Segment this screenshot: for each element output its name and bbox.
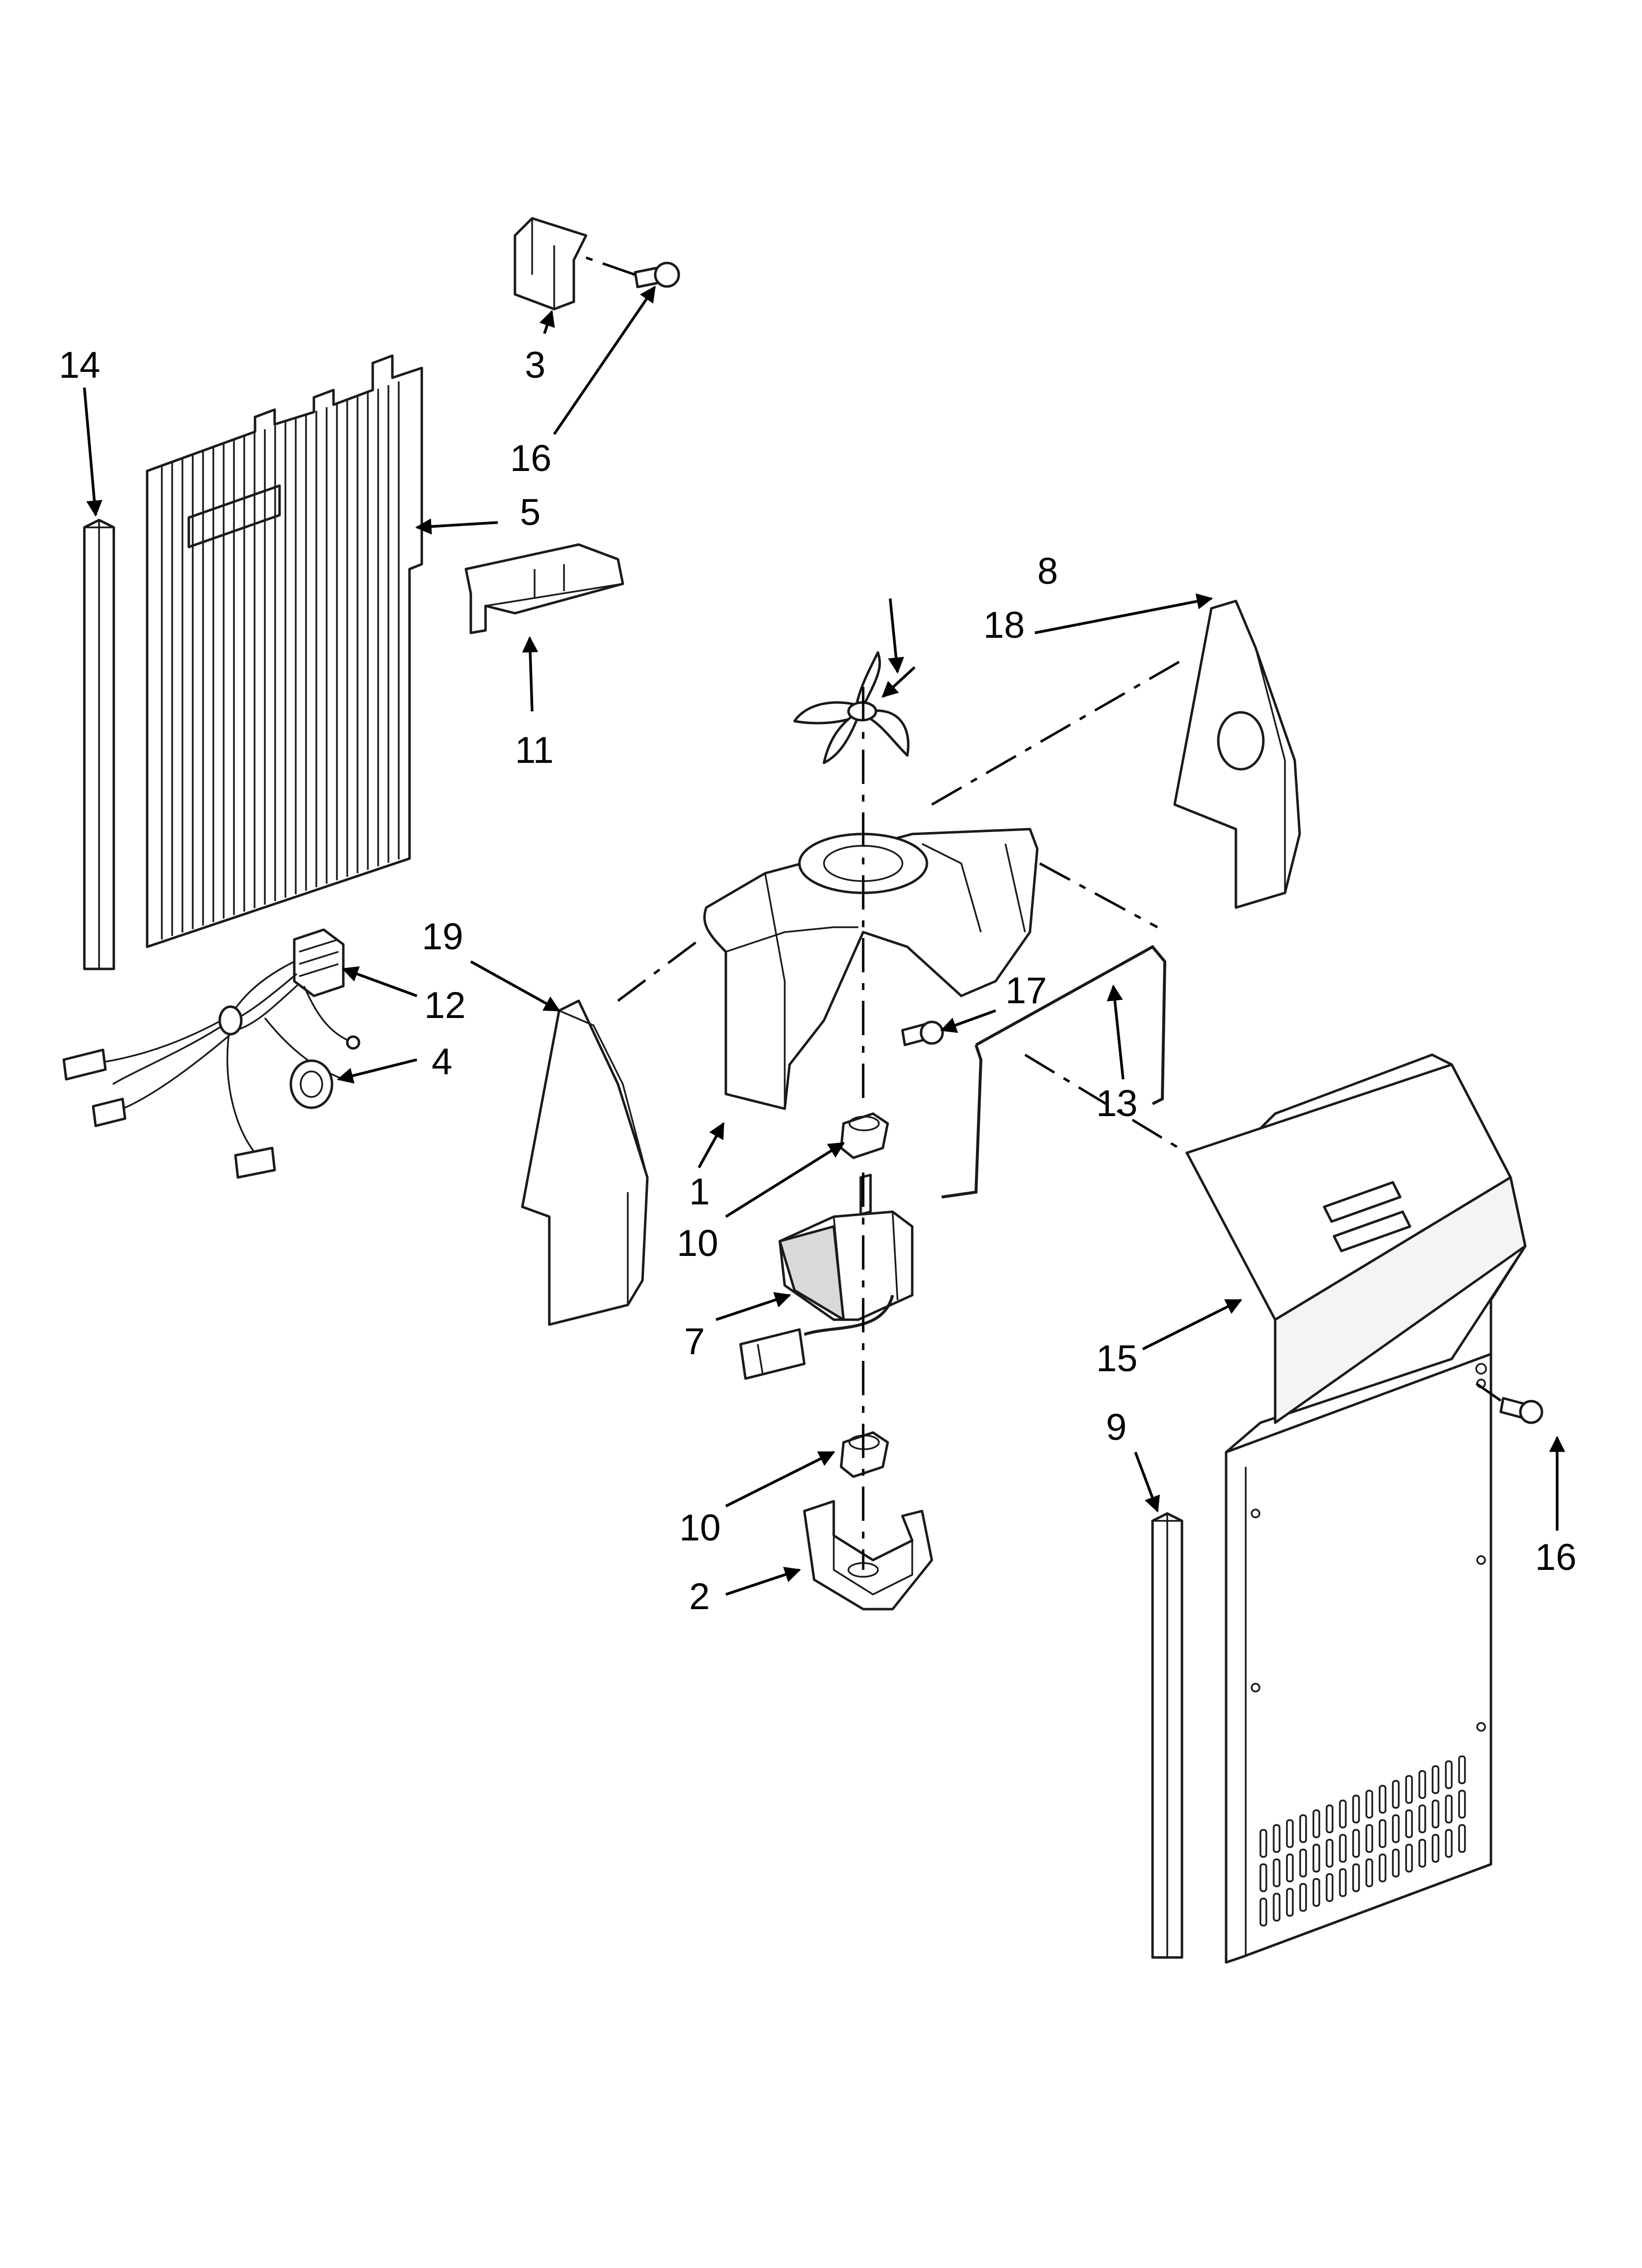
vent-slot (1405, 1844, 1413, 1873)
vent-slot (1299, 1849, 1307, 1877)
vent-slot (1326, 1839, 1334, 1868)
part-13-wire-frame (941, 945, 1167, 1199)
callout-16-right: 16 (1535, 1537, 1577, 1578)
vent-slot (1286, 1819, 1294, 1848)
vent-slot (1312, 1878, 1320, 1907)
vent-slot (1339, 1868, 1347, 1897)
vent-slot (1259, 1863, 1267, 1892)
vent-slot (1405, 1775, 1413, 1804)
vent-slot (1273, 1858, 1281, 1887)
vent-slot (1326, 1804, 1334, 1833)
callout-9: 9 (1106, 1407, 1127, 1448)
callout-8: 8 (1037, 550, 1058, 592)
callout-16: 16 (510, 438, 552, 479)
callout-12: 12 (424, 985, 466, 1026)
vent-slot (1352, 1795, 1360, 1824)
part-12-wire-harness (62, 928, 360, 1179)
vent-slot (1365, 1824, 1373, 1853)
alignment-lines (578, 254, 1502, 1570)
part-18-air-deflector (1173, 600, 1301, 909)
part-1-fan-housing (703, 828, 1039, 1110)
callout-17: 17 (1005, 970, 1047, 1012)
part-8-fan-blade (793, 651, 910, 764)
vent-slot (1352, 1829, 1360, 1858)
part-17-screw (901, 1020, 944, 1046)
part-7-fan-motor (739, 1173, 914, 1380)
vent-slot (1445, 1829, 1453, 1858)
vent-slot (1379, 1785, 1386, 1814)
vent-slot (1458, 1790, 1466, 1819)
vent-slot (1445, 1760, 1453, 1789)
part-2-motor-bracket (803, 1500, 933, 1611)
callout-18: 18 (983, 604, 1025, 646)
vent-slot (1365, 1790, 1373, 1819)
part-5-evaporator-cover (146, 354, 423, 948)
callout-10-lower: 10 (679, 1507, 721, 1549)
vent-slot (1392, 1814, 1400, 1843)
vent-slot (1299, 1814, 1307, 1843)
cover-ribs (161, 381, 400, 939)
callout-19: 19 (422, 916, 463, 958)
vent-slot (1432, 1799, 1439, 1828)
vent-slot (1365, 1858, 1373, 1887)
cover-vent-slots (1259, 1755, 1466, 1927)
vent-slot (1259, 1898, 1267, 1927)
vent-slot (1273, 1893, 1281, 1922)
part-11-bracket (464, 543, 624, 634)
callout-2: 2 (689, 1576, 710, 1617)
callout-11: 11 (515, 730, 554, 771)
vent-slot (1259, 1829, 1267, 1858)
vent-slot (1458, 1755, 1466, 1784)
part-10-bushing-upper (840, 1112, 889, 1159)
vent-slot (1392, 1849, 1400, 1877)
vent-slot (1418, 1804, 1426, 1833)
part-3-duct-cap (513, 217, 588, 311)
vent-slot (1445, 1795, 1453, 1824)
part-4-grommet (289, 1059, 334, 1109)
vent-slot (1339, 1834, 1347, 1863)
vent-slot (1299, 1883, 1307, 1912)
part-19-air-deflector (521, 999, 649, 1326)
vent-slot (1379, 1819, 1386, 1848)
vent-slot (1286, 1888, 1294, 1917)
callout-10-upper: 10 (677, 1223, 718, 1264)
part-9-gasket-strip (1151, 1512, 1183, 1959)
vent-slot (1458, 1824, 1466, 1853)
callout-labels: 14 3 16 5 11 8 18 19 12 4 17 13 1 10 7 1… (59, 344, 1577, 1617)
vent-slot (1432, 1834, 1439, 1863)
callout-5: 5 (520, 492, 540, 533)
vent-slot (1405, 1809, 1413, 1838)
vent-slot (1379, 1853, 1386, 1882)
part-14-gasket-strip (83, 519, 115, 970)
vent-slot (1326, 1873, 1334, 1902)
vent-slot (1312, 1809, 1320, 1838)
part-16-screw-right (1499, 1397, 1543, 1424)
vent-slot (1312, 1844, 1320, 1873)
leader-lines (83, 286, 1565, 1596)
part-15-rear-cover (1185, 1053, 1527, 1964)
callout-4: 4 (432, 1041, 452, 1083)
vent-slot (1339, 1799, 1347, 1828)
callout-14: 14 (59, 344, 101, 386)
vent-slot (1273, 1824, 1281, 1853)
vent-slot (1286, 1853, 1294, 1882)
callout-13: 13 (1096, 1083, 1138, 1124)
part-16-screw-top (634, 261, 680, 288)
callout-7: 7 (684, 1321, 705, 1362)
vent-slot (1352, 1863, 1360, 1892)
vent-slot (1418, 1770, 1426, 1799)
vent-slot (1418, 1839, 1426, 1868)
callout-15: 15 (1096, 1338, 1138, 1380)
callout-3: 3 (525, 344, 545, 386)
vent-slot (1432, 1765, 1439, 1794)
vent-slot (1392, 1780, 1400, 1809)
callout-1: 1 (689, 1171, 710, 1213)
